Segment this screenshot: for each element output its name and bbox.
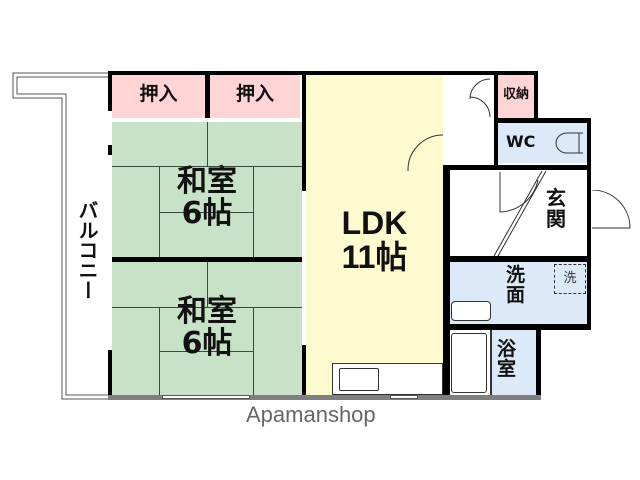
ldk: LDK 11帖	[306, 75, 491, 395]
closet-right: 押入	[210, 75, 300, 118]
washitsu-upper-label: 和室 6帖	[152, 166, 262, 229]
wall-wc-right	[587, 118, 591, 328]
ldk-label: LDK 11帖	[306, 205, 443, 275]
washroom-label-line2: 面	[506, 283, 526, 306]
closet-right-label: 押入	[235, 83, 274, 105]
bathroom: 浴 室	[492, 330, 536, 395]
entrance-label-line1: 玄	[546, 186, 566, 210]
wall-left	[108, 145, 112, 155]
wall-entrance-top	[443, 165, 591, 170]
washitsu-lower-size: 6帖	[181, 325, 233, 361]
wall-left	[108, 350, 112, 395]
washitsu-lower-label: 和室 6帖	[152, 296, 262, 359]
ldk-size: 11帖	[341, 238, 408, 275]
wc-label: WC	[506, 132, 536, 151]
wall-top	[108, 71, 538, 75]
closet-left: 押入	[112, 75, 205, 118]
washing-machine-space: 洗	[554, 264, 586, 294]
bathroom-label-line1: 浴	[497, 338, 517, 360]
washitsu-lower-name: 和室	[177, 294, 237, 329]
kitchen-sink	[339, 368, 379, 391]
ldk-name: LDK	[341, 205, 408, 241]
entrance-step-lines	[493, 170, 547, 256]
wall-washroom-top	[450, 256, 591, 262]
wall-closet-divider	[205, 71, 210, 118]
wall-storage-right	[534, 71, 538, 123]
window-bottom-ldk	[390, 395, 418, 399]
wall-washroom-bottom	[450, 324, 591, 330]
bathroom-label: 浴 室	[497, 338, 517, 380]
entrance-label-line2: 関	[546, 207, 566, 231]
balcony-outline	[12, 72, 110, 400]
wall-washitsu-ldk	[302, 71, 306, 191]
washitsu-upper: 和室 6帖	[112, 122, 302, 258]
bathtub	[451, 333, 487, 393]
closet-left-label: 押入	[139, 83, 178, 105]
storage-label: 収納	[502, 87, 529, 102]
wall-washitsu-divider	[112, 257, 302, 262]
washroom-label-line1: 洗	[506, 264, 526, 286]
wall-washitsu-ldk	[302, 345, 306, 395]
wash-basin	[451, 301, 491, 321]
floor-edge	[108, 395, 541, 400]
kitchen-counter	[332, 363, 443, 395]
washitsu-upper-name: 和室	[177, 164, 237, 199]
wc: WC	[498, 123, 587, 163]
balcony-label: バルコニー	[75, 200, 99, 300]
storage: 収納	[498, 75, 534, 118]
washitsu-lower: 和室 6帖	[112, 262, 302, 395]
brand-logo: Apamanshop	[246, 402, 376, 427]
wall-wc-top	[494, 118, 591, 123]
balcony: バルコニー	[12, 72, 110, 400]
washroom: 洗 面 洗	[450, 262, 587, 324]
wall-bath-divider	[490, 330, 492, 395]
bath-tub-area	[450, 330, 490, 395]
front-door-swing-icon	[591, 190, 631, 229]
toilet-icon	[555, 132, 583, 154]
washroom-label: 洗 面	[506, 264, 526, 306]
wall-bath-right	[536, 324, 541, 395]
entrance-label: 玄 関	[546, 188, 566, 230]
wall-ldk-right	[443, 165, 450, 395]
door-swing-icon	[469, 78, 491, 118]
window-bottom-washitsu	[162, 395, 250, 399]
door-swing-icon	[407, 134, 444, 172]
wall-left	[108, 71, 112, 111]
bathroom-label-line2: 室	[497, 357, 517, 380]
entrance: 玄 関	[450, 170, 587, 256]
washitsu-upper-size: 6帖	[181, 195, 233, 231]
